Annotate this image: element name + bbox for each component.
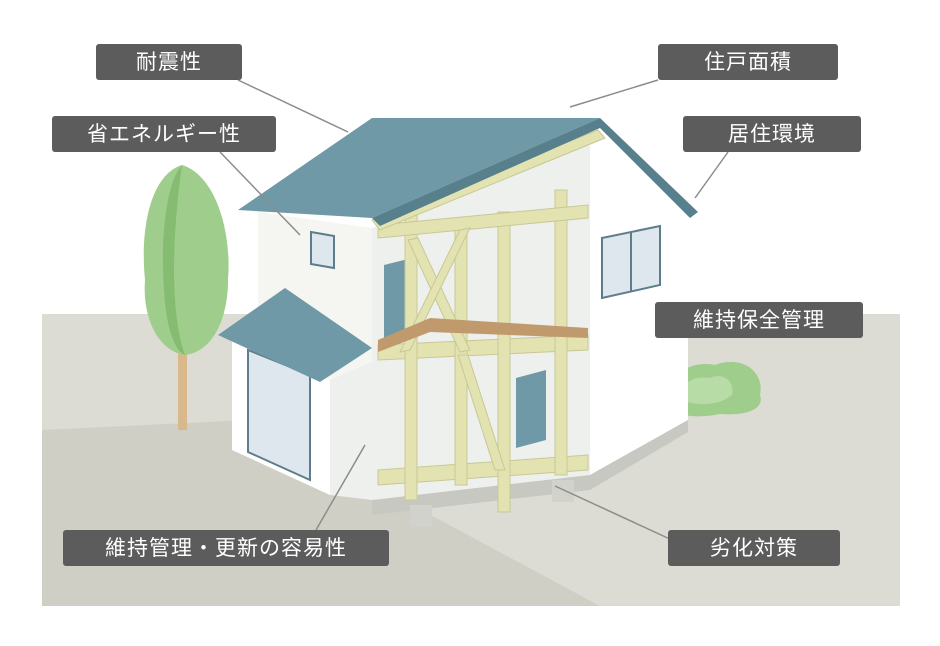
leader-shoene <box>219 151 301 236</box>
foundation-block <box>410 505 432 527</box>
label-iji-hozen: 維持保全管理 <box>655 302 863 338</box>
right-wall <box>590 140 688 475</box>
annex-front <box>330 362 372 500</box>
leader-kyoju-kankyo <box>694 151 729 199</box>
label-rekka-taisaku: 劣化対策 <box>668 530 840 566</box>
shrub <box>670 361 761 417</box>
door <box>516 370 546 448</box>
tree <box>143 165 229 430</box>
leader-rekka <box>554 485 673 541</box>
main-roof <box>238 118 600 218</box>
wood-frame <box>371 129 606 513</box>
label-shoene: 省エネルギー性 <box>52 116 276 152</box>
leader-iji-koushin <box>315 444 366 531</box>
window <box>310 230 335 270</box>
label-iji-koushin: 維持管理・更新の容易性 <box>63 530 389 566</box>
label-kyoju-kankyo: 居住環境 <box>683 116 861 152</box>
annex-roof <box>218 288 372 382</box>
leader-lines <box>219 79 729 541</box>
leader-jyuko-menseki <box>569 79 659 108</box>
leader-taishin <box>237 79 349 133</box>
foundation-block <box>552 480 574 502</box>
label-taishin: 耐震性 <box>96 44 242 80</box>
label-jyuko-menseki: 住戸面積 <box>658 44 838 80</box>
foundation <box>372 420 688 515</box>
deck-floor <box>378 318 588 352</box>
